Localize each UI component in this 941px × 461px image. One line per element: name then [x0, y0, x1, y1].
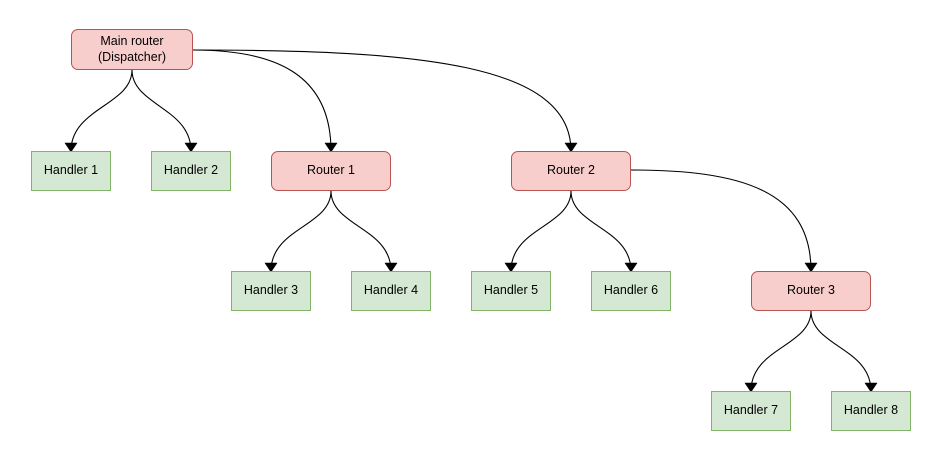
node-main-router[interactable]: Main router (Dispatcher)	[71, 29, 193, 70]
node-handler-1[interactable]: Handler 1	[31, 151, 111, 191]
edge-main-to-handler-2	[131, 69, 192, 152]
node-handler-6[interactable]: Handler 6	[591, 271, 671, 311]
edge-router-3-to-handler-8	[810, 310, 872, 392]
node-label-handler-3: Handler 3	[243, 283, 299, 298]
node-label-handler-2: Handler 2	[163, 163, 219, 178]
edge-router-1-to-handler-3	[270, 190, 332, 272]
node-label-main-router: Main router (Dispatcher)	[97, 34, 167, 64]
edge-main-to-router-2	[192, 49, 572, 152]
node-label-handler-8: Handler 8	[843, 403, 899, 418]
node-label-router-1: Router 1	[307, 163, 355, 178]
node-label-router-3: Router 3	[787, 283, 835, 298]
node-label-handler-6: Handler 6	[603, 283, 659, 298]
node-handler-4[interactable]: Handler 4	[351, 271, 431, 311]
node-handler-7[interactable]: Handler 7	[711, 391, 791, 431]
node-handler-3[interactable]: Handler 3	[231, 271, 311, 311]
node-label-handler-4: Handler 4	[363, 283, 419, 298]
node-router-3[interactable]: Router 3	[751, 271, 871, 311]
edge-router-1-to-handler-4	[330, 190, 392, 272]
edge-router-2-to-handler-6	[570, 190, 632, 272]
edge-router-2-to-router-3	[630, 169, 812, 272]
node-label-router-2: Router 2	[547, 163, 595, 178]
node-handler-2[interactable]: Handler 2	[151, 151, 231, 191]
edge-main-to-handler-1	[70, 69, 133, 152]
node-label-handler-7: Handler 7	[723, 403, 779, 418]
edge-main-to-router-1	[192, 49, 332, 152]
node-router-2[interactable]: Router 2	[511, 151, 631, 191]
node-handler-5[interactable]: Handler 5	[471, 271, 551, 311]
edges-group	[70, 49, 872, 392]
node-label-handler-5: Handler 5	[483, 283, 539, 298]
edge-router-2-to-handler-5	[510, 190, 572, 272]
node-handler-8[interactable]: Handler 8	[831, 391, 911, 431]
node-router-1[interactable]: Router 1	[271, 151, 391, 191]
node-label-handler-1: Handler 1	[43, 163, 99, 178]
edge-router-3-to-handler-7	[750, 310, 812, 392]
